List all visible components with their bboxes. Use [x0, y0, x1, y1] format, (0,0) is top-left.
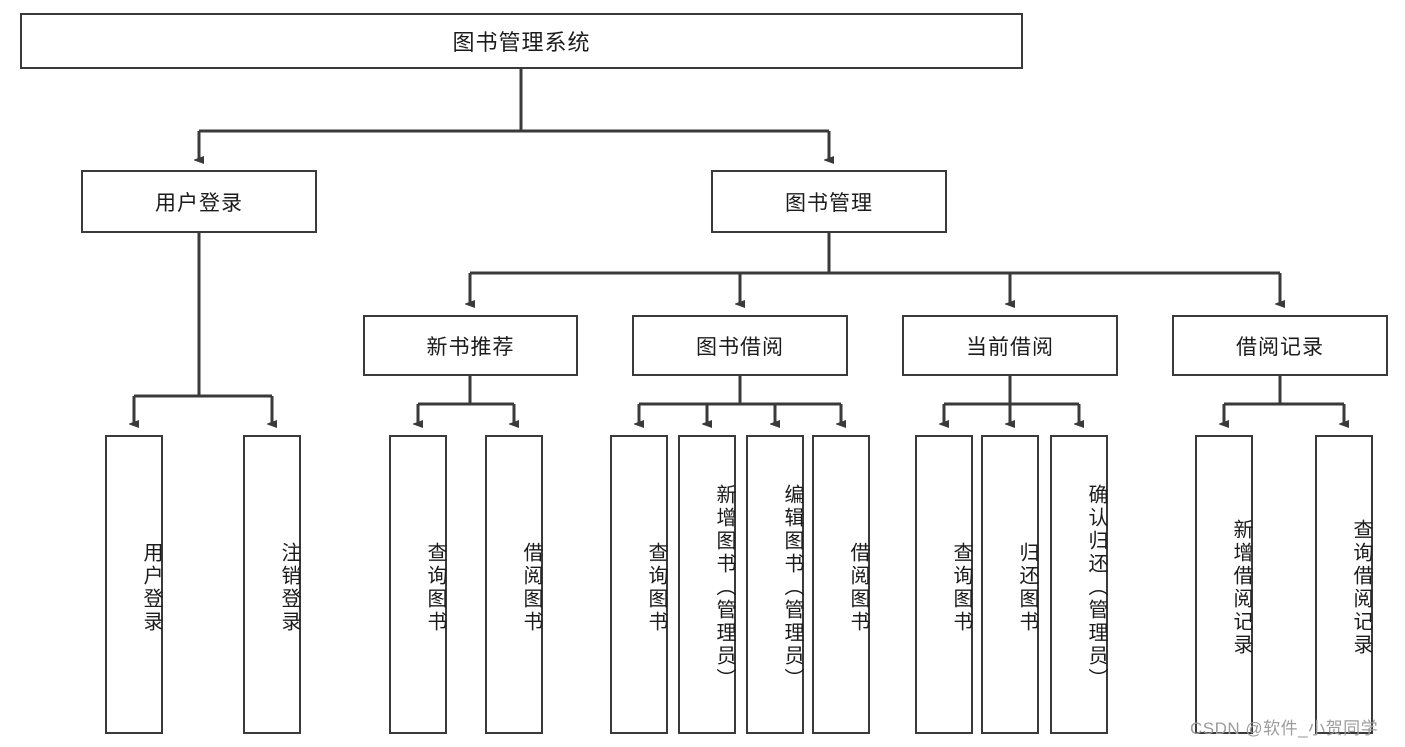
node-root-system[interactable]: 图书管理系统 — [20, 13, 1023, 69]
node-new-book-recommend[interactable]: 新书推荐 — [363, 315, 578, 376]
leaf-record-query[interactable]: 查询借阅记录 — [1315, 435, 1373, 734]
leaf-new-book-query[interactable]: 查询图书 — [389, 435, 447, 734]
leaf-new-book-borrow[interactable]: 借阅图书 — [485, 435, 543, 734]
leaf-borrow-edit-admin[interactable]: 编辑图书（管理员） — [746, 435, 804, 734]
leaf-user-login-signin[interactable]: 用户登录 — [105, 435, 163, 734]
leaf-record-add[interactable]: 新增借阅记录 — [1195, 435, 1253, 734]
leaf-borrow-add-admin[interactable]: 新增图书（管理员） — [678, 435, 736, 734]
leaf-current-confirm-return-admin[interactable]: 确认归还（管理员） — [1050, 435, 1108, 734]
node-book-borrow[interactable]: 图书借阅 — [632, 315, 848, 376]
node-book-management[interactable]: 图书管理 — [711, 170, 947, 233]
csdn-watermark: CSDN @软件_小贺同学 — [1190, 719, 1379, 738]
leaf-user-login-signout[interactable]: 注销登录 — [243, 435, 301, 734]
node-borrow-record[interactable]: 借阅记录 — [1172, 315, 1388, 376]
leaf-borrow-query[interactable]: 查询图书 — [610, 435, 668, 734]
leaf-current-return[interactable]: 归还图书 — [981, 435, 1039, 734]
leaf-borrow-lend[interactable]: 借阅图书 — [812, 435, 870, 734]
leaf-current-query[interactable]: 查询图书 — [915, 435, 973, 734]
node-current-borrow[interactable]: 当前借阅 — [902, 315, 1118, 376]
node-user-login[interactable]: 用户登录 — [81, 170, 317, 233]
